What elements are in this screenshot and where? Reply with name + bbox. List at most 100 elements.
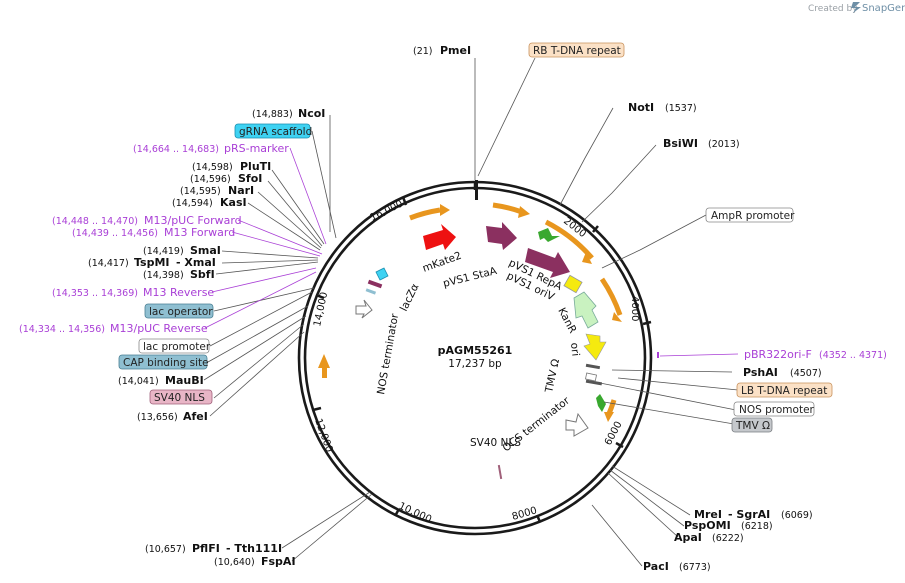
leader-lines — [203, 57, 739, 567]
svg-text:lac promoter: lac promoter — [143, 341, 211, 353]
svg-text:LB T-DNA repeat: LB T-DNA repeat — [741, 385, 827, 397]
ruler-label-16000: 16,000 — [368, 198, 404, 223]
primer-pbr322: pBR322ori-F (4352 .. 4371) — [744, 348, 887, 361]
svg-text:M13 Forward: M13 Forward — [164, 226, 235, 239]
svg-text:NotI: NotI — [628, 101, 654, 114]
svg-text:(14,417): (14,417) — [88, 258, 129, 269]
grna-scaffold-mark — [375, 267, 389, 281]
svg-text:CAP binding site: CAP binding site — [123, 357, 209, 369]
feature-box-lac-promoter: lac promoter — [138, 338, 211, 354]
enzyme-fspai: (10,640) FspAI — [214, 555, 296, 568]
svg-text:(14,595): (14,595) — [180, 186, 221, 197]
enzyme-nari: (14,595) NarI — [180, 184, 254, 197]
primer-m13puc-fwd: (14,448 .. 14,470) M13/pUC Forward — [52, 214, 242, 227]
svg-text:(14,353 .. 14,369): (14,353 .. 14,369) — [52, 288, 138, 299]
tmv-mark-1 — [585, 363, 601, 370]
enzyme-kasi: (14,594) KasI — [172, 196, 247, 209]
svg-text:(14,439 .. 14,456): (14,439 .. 14,456) — [72, 228, 158, 239]
svg-text:PacI: PacI — [643, 560, 669, 573]
svg-text:NcoI: NcoI — [298, 107, 325, 120]
enzyme-maubi: (14,041) MauBI — [118, 374, 204, 387]
label-ori: ori — [568, 342, 581, 357]
ori-arrow — [583, 333, 607, 361]
rb-marker — [475, 180, 478, 200]
svg-text:SmaI: SmaI — [190, 244, 221, 257]
ocs-terminator-arrow — [565, 412, 589, 437]
pvs1-stA-arrow — [486, 222, 517, 250]
feature-box-tmv: TMV Ω — [731, 417, 773, 433]
svg-text:NarI: NarI — [228, 184, 254, 197]
svg-text:pRS-marker: pRS-marker — [224, 142, 289, 155]
svg-text:- Tth111I: - Tth111I — [226, 542, 282, 555]
svg-text:TMV Ω: TMV Ω — [735, 420, 770, 432]
svg-text:KasI: KasI — [220, 196, 247, 209]
enzyme-smai: (14,419) SmaI — [143, 244, 221, 257]
label-tmv: TMV Ω — [543, 358, 562, 395]
svg-text:(2013): (2013) — [708, 139, 740, 150]
lacza-mark — [367, 279, 383, 289]
svg-text:(6773): (6773) — [679, 562, 711, 573]
svg-text:- XmaI: - XmaI — [176, 256, 216, 269]
svg-text:PflFI: PflFI — [192, 542, 220, 555]
svg-text:M13/pUC Reverse: M13/pUC Reverse — [110, 322, 208, 335]
pvs1-repA-arrow — [525, 248, 570, 278]
enzyme-ncoi: (14,883) NcoI — [252, 107, 325, 120]
enzyme-pluti: (14,598) PluTI — [192, 160, 271, 173]
svg-text:SfoI: SfoI — [238, 172, 262, 185]
svg-text:(6222): (6222) — [712, 533, 744, 544]
svg-text:(10,657): (10,657) — [145, 544, 186, 555]
feature-box-rb-tdna: RB T-DNA repeat — [528, 42, 625, 58]
label-pvs1-stA: pVS1 StaA — [442, 265, 499, 290]
enzyme-sbfi: (14,398) SbfI — [143, 268, 215, 281]
primer-m13-fwd: (14,439 .. 14,456) M13 Forward — [72, 226, 235, 239]
enzyme-paci: PacI (6773) — [643, 560, 711, 573]
svg-text:MauBI: MauBI — [165, 374, 204, 387]
primer-prs: (14,664 .. 14,683) pRS-marker — [133, 142, 289, 155]
orange-arc-left — [322, 366, 327, 378]
pbr322-mark — [657, 352, 659, 358]
green-arrow-top — [538, 228, 560, 242]
enzyme-afei: (13,656) AfeI — [137, 410, 208, 423]
svg-text:RB T-DNA repeat: RB T-DNA repeat — [533, 45, 621, 57]
enzyme-pshai: PshAI (4507) — [743, 366, 822, 379]
orange-arc-4 — [599, 277, 623, 316]
svg-text:(6218): (6218) — [741, 521, 773, 532]
enzyme-tspmi: (14,417) TspMI - XmaI — [88, 256, 216, 269]
svg-text:- SgrAI: - SgrAI — [728, 508, 770, 521]
svg-text:(14,883): (14,883) — [252, 109, 293, 120]
svg-text:(14,596): (14,596) — [190, 174, 231, 185]
label-ocs-terminator: OCS terminator — [500, 394, 572, 454]
label-sv40-nls-inner: SV40 NLS — [470, 437, 521, 449]
plasmid-length: 17,237 bp — [448, 358, 502, 370]
svg-text:(6069): (6069) — [781, 510, 813, 521]
svg-text:FspAI: FspAI — [261, 555, 296, 568]
feature-box-sv40nls: SV40 NLS — [149, 389, 213, 405]
ruler-label-14000: 14,000 — [312, 291, 330, 328]
svg-text:(14,594): (14,594) — [172, 198, 213, 209]
svg-text:(13,656): (13,656) — [137, 412, 178, 423]
feature-box-cap: CAP binding site — [118, 354, 209, 370]
enzyme-sfoi: (14,596) SfoI — [190, 172, 262, 185]
svg-text:(14,334 .. 14,356): (14,334 .. 14,356) — [19, 324, 105, 335]
orange-arc-2 — [492, 202, 523, 215]
svg-text:M13/pUC Forward: M13/pUC Forward — [144, 214, 242, 227]
primer-m13-rev: (14,353 .. 14,369) M13 Reverse — [52, 286, 214, 299]
svg-text:PluTI: PluTI — [240, 160, 271, 173]
nos-promoter-mark — [585, 372, 597, 382]
svg-text:pBR322ori-F: pBR322ori-F — [744, 348, 812, 361]
enzyme-pflfi: (10,657) PflFI - Tth111I — [145, 542, 282, 555]
svg-text:gRNA scaffold: gRNA scaffold — [239, 126, 312, 138]
kanr-arrow — [573, 291, 599, 329]
label-mkate2: mKate2 — [421, 250, 463, 275]
svg-text:ApaI: ApaI — [674, 531, 702, 544]
enzyme-pmei: (21) PmeI — [413, 44, 471, 57]
lac-operator-mark — [365, 288, 377, 295]
orange-arc-1 — [409, 207, 441, 221]
label-nos-terminator: NOS terminator — [375, 312, 401, 395]
sv40-nls-mark — [497, 464, 503, 480]
enzyme-apai: ApaI (6222) — [674, 531, 744, 544]
pvs1-oriV-box — [563, 274, 583, 294]
svg-text:AfeI: AfeI — [183, 410, 208, 423]
green-arrow-lower — [596, 394, 606, 412]
feature-box-nos-promoter: NOS promoter — [733, 401, 815, 417]
